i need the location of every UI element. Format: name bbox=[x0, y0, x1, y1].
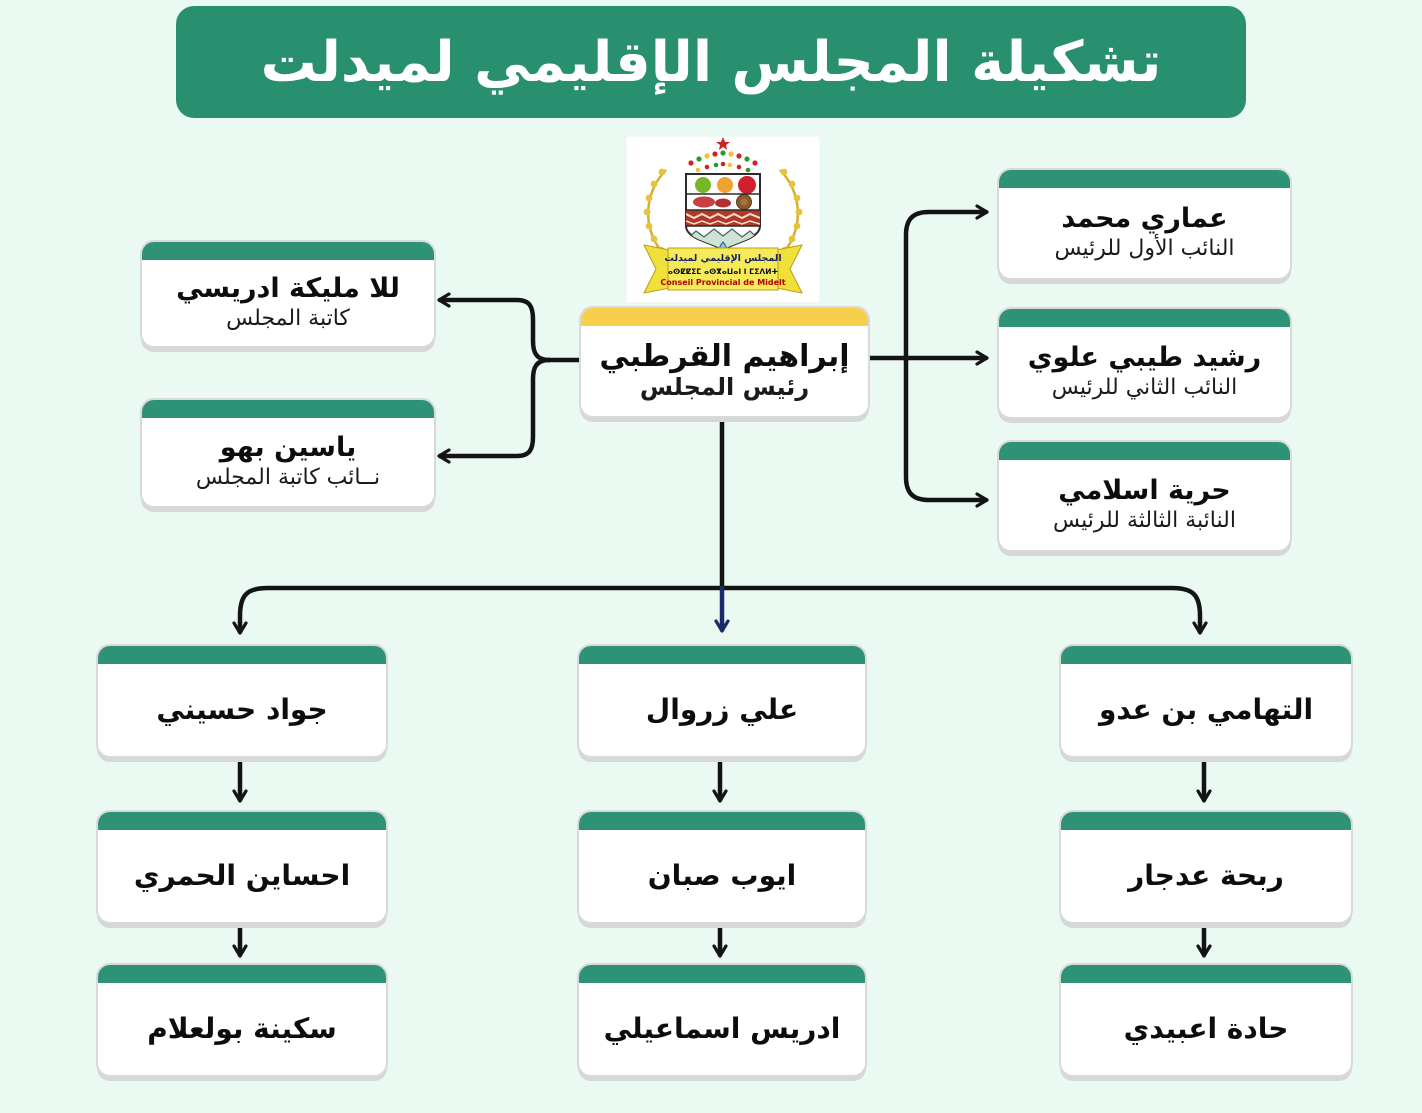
president-name: إبراهيم القرطبي bbox=[599, 339, 850, 375]
member-card: ربحة عدجار bbox=[1059, 810, 1353, 924]
card-header bbox=[98, 965, 386, 983]
member-card: ادريس اسماعيلي bbox=[577, 963, 867, 1077]
crown-icon bbox=[688, 137, 758, 173]
president-card-header bbox=[581, 308, 868, 326]
person-role: النائب الثاني للرئيس bbox=[1051, 375, 1238, 401]
member-card: جواد حسيني bbox=[96, 644, 388, 758]
vice-president-card: عماري محمد النائب الأول للرئيس bbox=[997, 168, 1292, 280]
shield-icon bbox=[685, 173, 761, 256]
member-card: احساين الحمري bbox=[96, 810, 388, 924]
card-header bbox=[1061, 646, 1351, 664]
connector-president-to-vice-presidents bbox=[863, 204, 989, 508]
person-name: للا مليكة ادريسي bbox=[176, 273, 400, 305]
council-logo: المجلس الإقليمي لميدلت ⴰⵙⵇⵇⵉⵎ ⴰⵙⴳⴰⵡⴰⵏ ⵏ … bbox=[626, 136, 820, 303]
card-header bbox=[142, 242, 434, 260]
emblem-tifinagh-text: ⴰⵙⵇⵇⵉⵎ ⴰⵙⴳⴰⵡⴰⵏ ⵏ ⵎⵉⴷⵍⵜ bbox=[668, 267, 778, 276]
card-header bbox=[999, 309, 1290, 327]
emblem-french-text: Conseil Provincial de Midelt bbox=[660, 278, 785, 287]
card-header bbox=[579, 812, 865, 830]
member-name: ادريس اسماعيلي bbox=[603, 1011, 841, 1045]
ribbon-banner: المجلس الإقليمي لميدلت ⴰⵙⵇⵇⵉⵎ ⴰⵙⴳⴰⵡⴰⵏ ⵏ … bbox=[643, 244, 803, 294]
card-header bbox=[1061, 812, 1351, 830]
president-role: رئيس المجلس bbox=[639, 372, 810, 401]
member-name: ربحة عدجار bbox=[1128, 858, 1284, 892]
member-card: التهامي بن عدو bbox=[1059, 644, 1353, 758]
member-card: علي زروال bbox=[577, 644, 867, 758]
member-name: التهامي بن عدو bbox=[1098, 692, 1314, 726]
card-header bbox=[999, 442, 1290, 460]
card-header bbox=[142, 400, 434, 418]
connector-president-to-secretaries bbox=[437, 292, 582, 464]
person-role: النائبة الثالثة للرئيس bbox=[1053, 508, 1236, 534]
emblem-arabic-text: المجلس الإقليمي لميدلت bbox=[664, 253, 781, 264]
member-card: حادة اعبيدي bbox=[1059, 963, 1353, 1077]
member-card: سكينة بولعلام bbox=[96, 963, 388, 1077]
card-header bbox=[98, 812, 386, 830]
page-title: تشكيلة المجلس الإقليمي لميدلت bbox=[260, 29, 1163, 95]
vice-president-card: رشيد طيبي علوي النائب الثاني للرئيس bbox=[997, 307, 1292, 419]
vice-president-card: حرية اسلامي النائبة الثالثة للرئيس bbox=[997, 440, 1292, 552]
card-header bbox=[1061, 965, 1351, 983]
person-name: عماري محمد bbox=[1061, 203, 1228, 235]
person-role: النائب الأول للرئيس bbox=[1054, 236, 1235, 262]
card-header bbox=[999, 170, 1290, 188]
deputy-secretary-card: ياسين بهو نــائب كاتبة المجلس bbox=[140, 398, 436, 508]
member-card: ايوب صبان bbox=[577, 810, 867, 924]
card-header bbox=[579, 965, 865, 983]
member-name: علي زروال bbox=[645, 692, 799, 726]
member-name: جواد حسيني bbox=[156, 692, 328, 726]
person-role: نــائب كاتبة المجلس bbox=[195, 465, 381, 491]
card-header bbox=[579, 646, 865, 664]
person-role: كاتبة المجلس bbox=[226, 306, 350, 332]
president-card: إبراهيم القرطبي رئيس المجلس bbox=[579, 306, 870, 418]
secretary-card: للا مليكة ادريسي كاتبة المجلس bbox=[140, 240, 436, 348]
member-name: سكينة بولعلام bbox=[147, 1011, 337, 1045]
page-title-banner: تشكيلة المجلس الإقليمي لميدلت bbox=[176, 6, 1246, 118]
person-name: حرية اسلامي bbox=[1058, 475, 1231, 507]
person-name: ياسين بهو bbox=[219, 432, 357, 464]
council-logo-icon: المجلس الإقليمي لميدلت ⴰⵙⵇⵇⵉⵎ ⴰⵙⴳⴰⵡⴰⵏ ⵏ … bbox=[626, 136, 820, 303]
member-name: احساين الحمري bbox=[133, 858, 351, 892]
wheat-icon bbox=[643, 168, 803, 254]
card-header bbox=[98, 646, 386, 664]
person-name: رشيد طيبي علوي bbox=[1027, 342, 1262, 374]
member-name: ايوب صبان bbox=[647, 858, 797, 892]
member-name: حادة اعبيدي bbox=[1123, 1011, 1289, 1045]
